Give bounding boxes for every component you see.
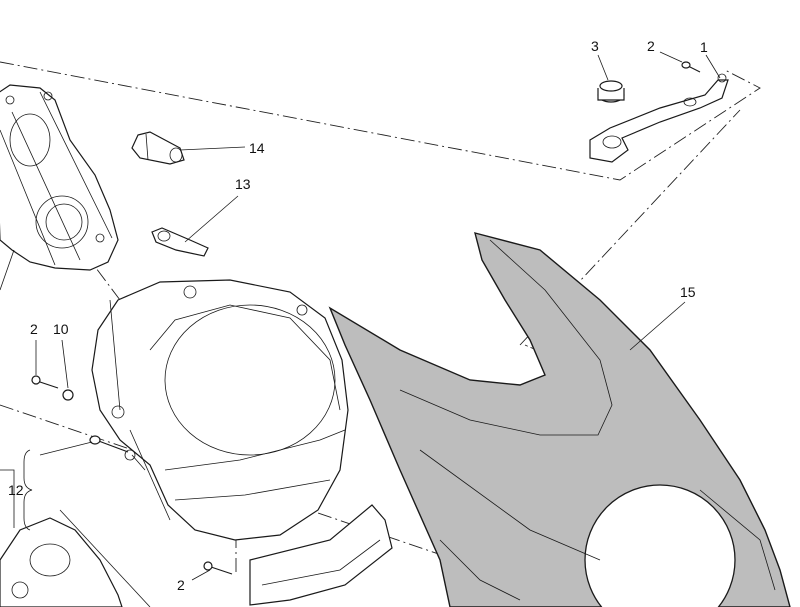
callout-15: 15: [680, 284, 696, 300]
callout-13: 13: [235, 176, 251, 192]
grommet: [597, 80, 625, 103]
callout-2-left: 2: [30, 321, 38, 337]
lower-left-bracket: [0, 469, 151, 607]
headlight-bulb: [131, 131, 185, 165]
callout-2-bottom: 2: [177, 577, 185, 593]
callout-2-top: 2: [647, 38, 655, 54]
mount-bracket: [589, 73, 729, 163]
washer-left: [62, 389, 74, 401]
callout-3: 3: [591, 38, 599, 54]
callout-labels: 1 2 3 14 13 15 2 10 12 2: [8, 38, 708, 593]
headlight-unit: [91, 279, 349, 541]
lower-trim: [249, 504, 393, 606]
callout-12: 12: [8, 482, 24, 498]
leader-lines: [23, 51, 721, 581]
callout-1: 1: [700, 39, 708, 55]
screw-mid: [89, 435, 129, 453]
screw-left: [31, 375, 59, 389]
screw-bottom: [203, 561, 233, 575]
screw-top: [681, 61, 701, 73]
headlamp-housing: [0, 84, 119, 291]
callout-14: 14: [249, 140, 265, 156]
callout-10: 10: [53, 321, 69, 337]
position-bulb: [151, 227, 209, 257]
fairing: [328, 232, 791, 607]
